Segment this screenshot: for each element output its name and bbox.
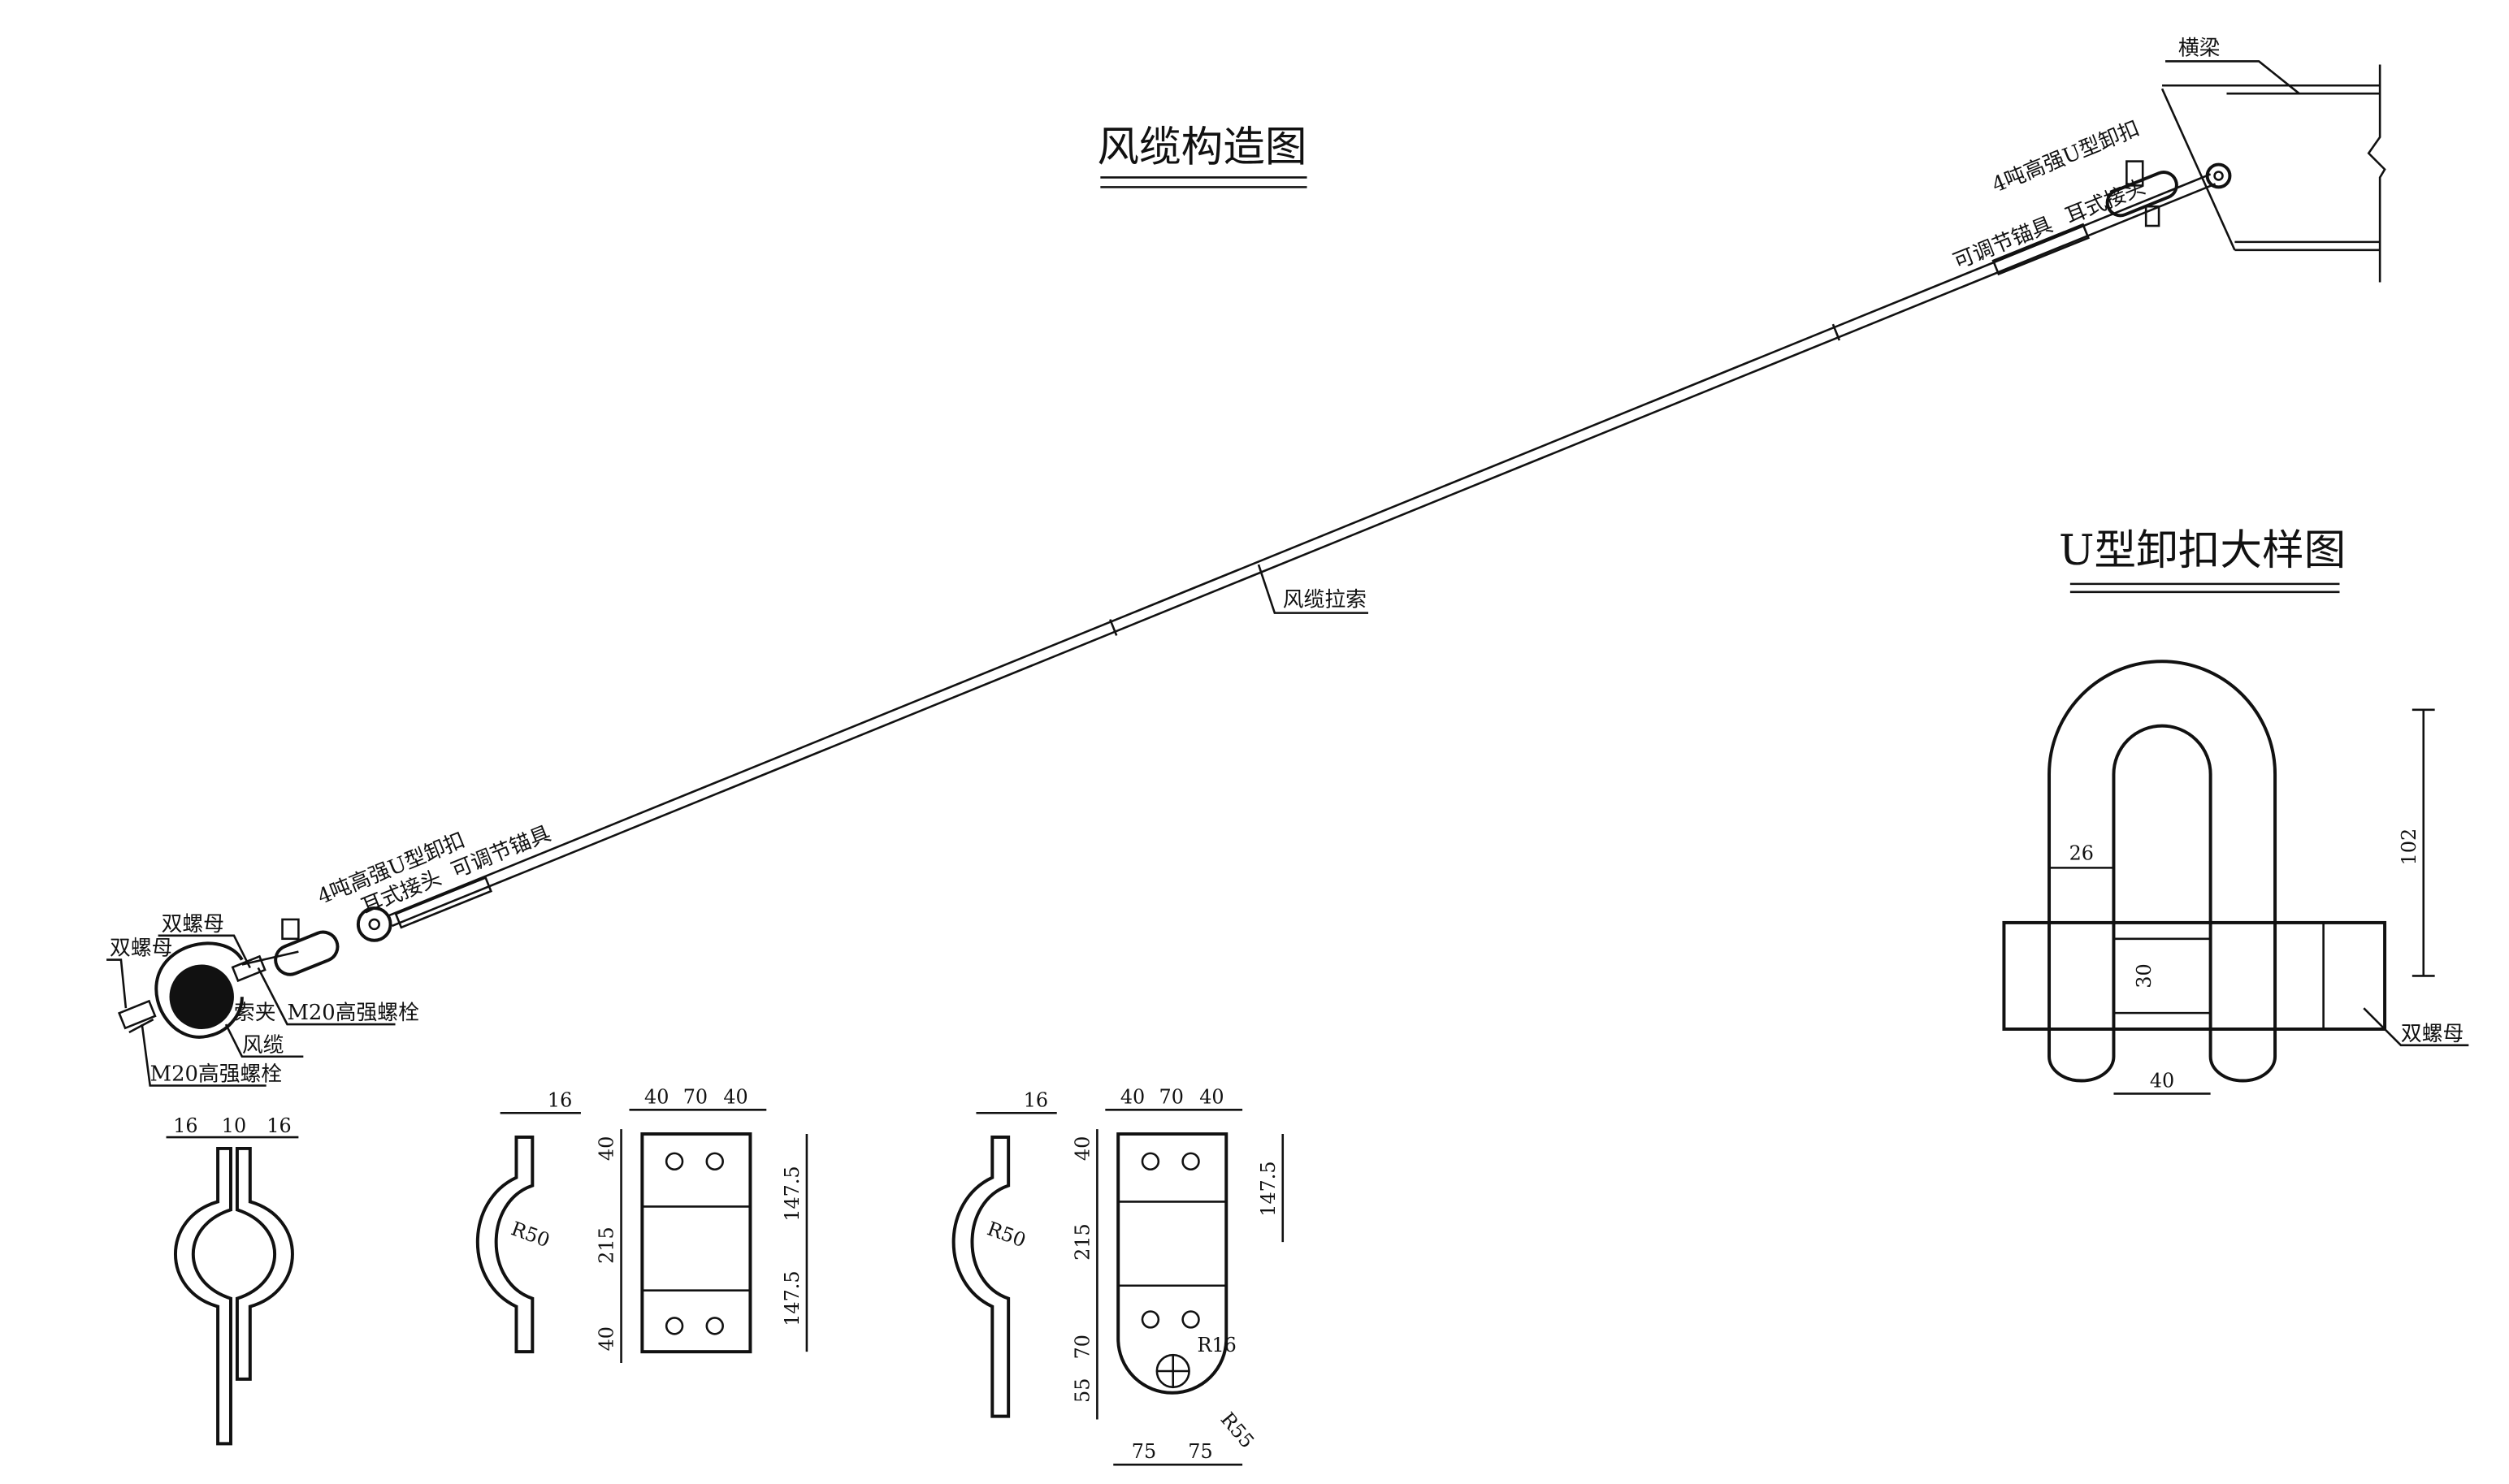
dim-d2: 10 (222, 1114, 246, 1137)
plate-b-lug-radius: R55 (1216, 1408, 1259, 1452)
plate-a-right-1: 147.5 (781, 1166, 804, 1221)
plate-a-top-2: 70 (683, 1085, 708, 1108)
u-shackle-detail: U型卸扣大样图 26 30 40 102 双螺母 (2002, 526, 2469, 1095)
cable-label: 风缆拉索 (1283, 588, 1367, 612)
beam-label: 横梁 (2178, 37, 2221, 61)
dim-d1: 16 (173, 1114, 197, 1137)
dim-d3: 16 (266, 1114, 291, 1137)
plate-a-top-3: 40 (723, 1085, 748, 1108)
bolt-label-2: M20高强螺栓 (150, 1062, 282, 1087)
plate-b-hole-radius: R16 (1198, 1334, 1237, 1356)
plate-a-left-3: 40 (596, 1326, 618, 1351)
main-title-text: 风缆构造图 (1097, 123, 1306, 172)
cross-beam: 横梁 (2160, 37, 2386, 283)
plate-b-left-3: 70 (1071, 1335, 1094, 1359)
ear-joint-top-label: 耳式接头 (2062, 175, 2149, 228)
clamp-halves-detail: 16 10 16 (166, 1114, 299, 1446)
plate-a-left-1: 40 (596, 1136, 618, 1161)
plate-b-left-4: 55 (1071, 1378, 1094, 1403)
bolt-label-1: M20高强螺栓 (287, 1001, 418, 1025)
double-nut-label-1: 双螺母 (162, 912, 224, 937)
plate-a-top-1: 40 (644, 1085, 669, 1108)
plate-b-top-2: 70 (1159, 1085, 1184, 1108)
dim-pin: 30 (2133, 963, 2156, 988)
plate-b-top-3: 40 (1199, 1085, 1224, 1108)
dim-width: 40 (2150, 1069, 2174, 1092)
dim-thickness: 26 (2069, 842, 2094, 864)
clamp-label: 索夹 (234, 1001, 276, 1025)
plate-b-radius: R50 (984, 1218, 1029, 1253)
wind-cable: 风缆拉索 (387, 173, 2216, 928)
main-title: 风缆构造图 (1097, 123, 1307, 188)
plate-b-left-2: 215 (1071, 1223, 1094, 1260)
wind-cable-label: 风缆 (242, 1033, 284, 1058)
plate-a-detail: 16 R50 40 70 40 40 215 40 147.5 147.5 (475, 1085, 808, 1364)
plate-b-right-1: 147.5 (1257, 1161, 1280, 1216)
shackle-detail-title: U型卸扣大样图 (2059, 526, 2346, 575)
plate-b-bottom-1: 75 (1132, 1440, 1156, 1463)
double-nut-label-2: 双螺母 (110, 937, 172, 961)
plate-b-top-1: 40 (1120, 1085, 1145, 1108)
plate-b-detail: 16 R50 R16 R55 40 70 40 40 215 70 55 147… (951, 1085, 1285, 1466)
plate-a-thickness: 16 (548, 1088, 572, 1111)
plate-a-left-2: 215 (596, 1227, 618, 1263)
plate-a-right-2: 147.5 (781, 1271, 804, 1326)
shackle-nut-label: 双螺母 (2401, 1022, 2464, 1046)
plate-a-radius: R50 (508, 1218, 552, 1253)
plate-b-left-1: 40 (1071, 1136, 1094, 1161)
plate-b-thickness: 16 (1024, 1088, 1048, 1111)
dim-height: 102 (2398, 829, 2420, 865)
plate-b-bottom-2: 75 (1188, 1440, 1212, 1463)
bottom-anchor-assembly: 双螺母 双螺母 索夹 M20高强螺栓 风缆 M20高强螺栓 4吨高强U型卸扣 耳… (106, 821, 554, 1087)
